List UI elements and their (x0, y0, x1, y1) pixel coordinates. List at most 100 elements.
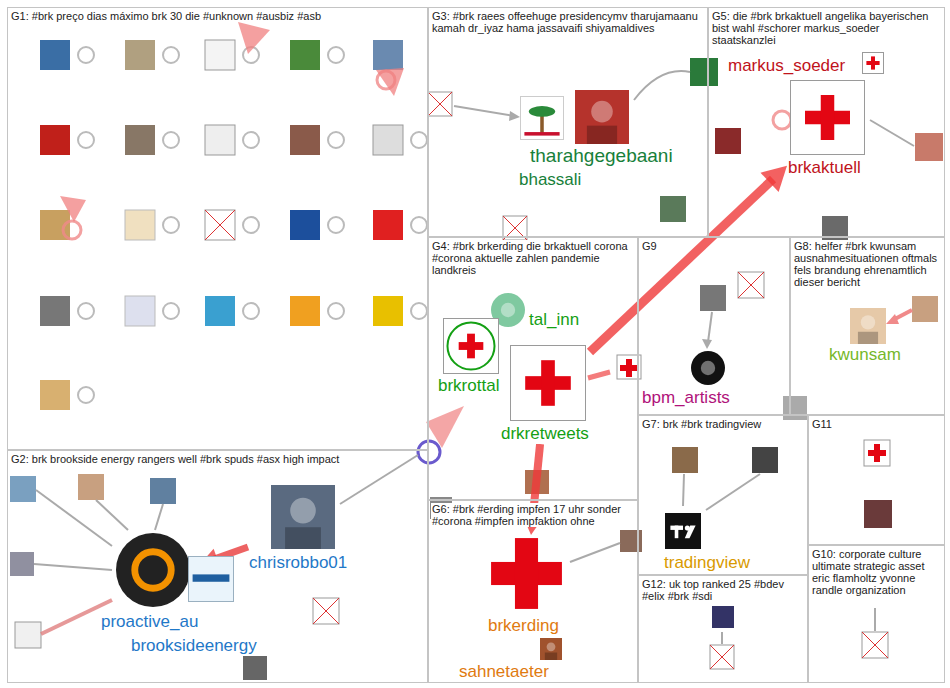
self-loop (773, 111, 791, 129)
vertex-label: tradingview (663, 553, 751, 573)
logo-disc (116, 533, 190, 607)
vertex-node: brkrottal (437, 318, 501, 396)
self-loop (328, 132, 344, 148)
broken-image (313, 598, 339, 624)
vertex-node: tal_inn (490, 292, 581, 330)
photo-figure (290, 498, 316, 524)
arrowhead (238, 22, 270, 54)
photo-background (850, 308, 886, 344)
group-box: G3: #brk raees offeehuge presidencymv th… (428, 7, 708, 237)
broken-image (205, 210, 235, 240)
self-loop (411, 217, 427, 233)
grey-link (570, 543, 620, 562)
vertex-label: tal_inn (528, 310, 580, 330)
profile-picture (150, 478, 176, 504)
profile-picture (15, 622, 41, 648)
profile-picture (271, 485, 335, 549)
red-cross-logo (541, 360, 555, 406)
broken-image (710, 645, 734, 669)
profile-picture (373, 210, 403, 240)
photo-background (575, 90, 629, 144)
vertex-node: brooksideenergy (130, 556, 258, 656)
profile-picture (418, 441, 440, 463)
arrowhead (886, 314, 899, 324)
grey-link (870, 120, 914, 146)
vertex-node: proactive_au (100, 532, 200, 632)
broken-image (862, 632, 888, 658)
group-header: G11 (811, 418, 833, 430)
red-cross-logo (871, 56, 875, 69)
photo-figure (858, 332, 878, 344)
group-box: G11 (808, 415, 945, 545)
vertex-label: bpm_artists (641, 388, 731, 408)
self-loop (78, 303, 94, 319)
vertex-node: tradingview (663, 513, 751, 573)
profile-picture (712, 606, 734, 628)
vertex-node: bpm_artists (641, 350, 731, 408)
profile-picture (205, 125, 235, 155)
profile-picture (510, 345, 586, 421)
group-box: G5: die #brk brkaktuell angelika bayeris… (708, 7, 945, 237)
self-loop (163, 47, 179, 63)
broken-image (738, 272, 764, 298)
vertex-label: tharahgegebaani (529, 146, 674, 166)
self-loop (63, 221, 81, 239)
profile-picture (125, 296, 155, 326)
profile-picture (443, 318, 499, 374)
group-box: G8: helfer #brk kwunsam ausnahmesituatio… (790, 237, 945, 415)
grey-link (34, 564, 112, 570)
profile-picture (912, 296, 938, 322)
profile-picture (540, 638, 562, 660)
photo-figure (547, 642, 556, 651)
self-loop (411, 303, 427, 319)
profile-picture (290, 210, 320, 240)
profile-picture (373, 296, 403, 326)
profile-picture (373, 125, 403, 155)
profile-picture (700, 285, 726, 311)
logo-background (511, 346, 586, 421)
group-box: G2: brk brookside energy rangers well #b… (7, 450, 428, 683)
group-header: G3: #brk raees offeehuge presidencymv th… (431, 10, 703, 34)
group-header: G4: #brk brkerding die brkaktuell corona… (431, 240, 633, 276)
group-box: G9bpm_artists (638, 237, 790, 415)
profile-picture (40, 380, 70, 410)
broken-image (428, 92, 452, 116)
profile-picture (290, 296, 320, 326)
self-loop (78, 387, 94, 403)
red-cross-logo (868, 444, 886, 462)
arrowhead (60, 196, 86, 222)
profile-picture (10, 476, 36, 502)
vertex-node: sahnetaeter (458, 638, 562, 682)
profile-picture (125, 40, 155, 70)
self-loop (163, 303, 179, 319)
logo-mark (675, 526, 679, 539)
logo-mark (135, 552, 171, 588)
profile-picture (115, 532, 191, 608)
profile-picture (188, 556, 234, 602)
group-header: G12: uk top ranked 25 #bdev #elix #brk #… (641, 578, 803, 602)
group-header: G7: brk #brk tradingview (641, 418, 762, 430)
photo-figure (545, 653, 557, 660)
logo-background (521, 97, 564, 140)
self-loop (328, 303, 344, 319)
logo-background (488, 535, 565, 612)
grey-link (96, 500, 128, 530)
group-box: G10: corporate culture ultimate strategi… (808, 545, 945, 683)
arrowhead (760, 166, 787, 192)
group-header: G5: die #brk brkaktuell angelika bayeris… (711, 10, 940, 46)
logo-background (444, 319, 499, 374)
vertex-label: brooksideenergy (130, 636, 258, 656)
self-loop (163, 217, 179, 233)
profile-picture (915, 133, 943, 161)
arrowhead (509, 111, 520, 121)
profile-picture (290, 40, 320, 70)
photo-figure (285, 527, 321, 549)
profile-picture (665, 513, 701, 549)
broken-image (738, 272, 764, 298)
palm-leaves (529, 106, 555, 117)
self-loop (328, 47, 344, 63)
red-cross-logo (821, 95, 835, 140)
vertex-label: brkerding (487, 616, 560, 636)
logo-mark (685, 526, 696, 539)
grey-link (340, 455, 418, 504)
